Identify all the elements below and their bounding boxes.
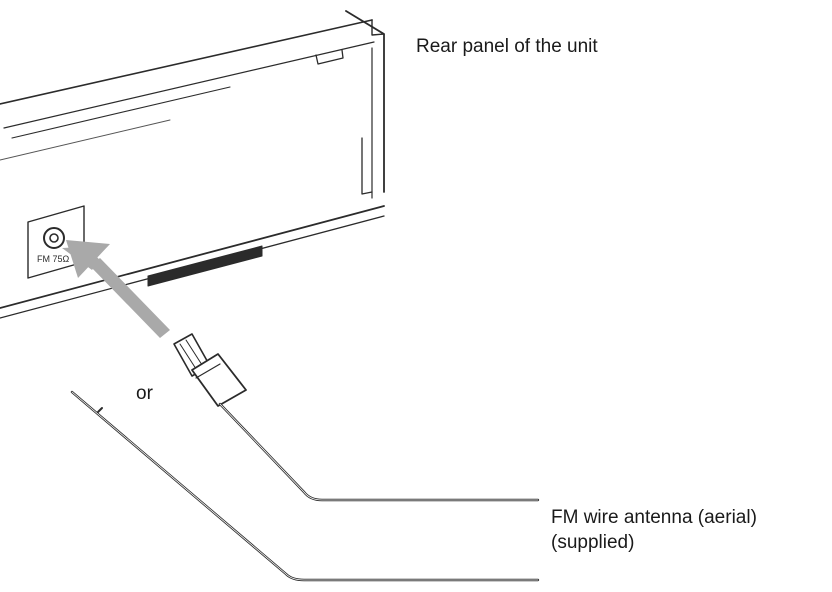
housing-top-bevel	[3, 41, 375, 129]
fm-antenna-plug	[173, 333, 540, 502]
plug-body-face	[195, 363, 221, 379]
housing-top-edge	[0, 19, 373, 105]
jack-center	[49, 233, 59, 243]
label-fm-antenna-line1: FM wire antenna (aerial)	[551, 507, 757, 528]
housing-right-side	[371, 19, 385, 36]
arrow-head	[66, 240, 110, 278]
unit-rear-panel	[0, 10, 385, 319]
plug-cable-inner	[219, 403, 539, 501]
housing-line-2	[0, 119, 171, 161]
housing-foot	[147, 245, 263, 287]
label-or: or	[136, 383, 153, 404]
jack-ring	[43, 227, 65, 249]
bare-wire-line	[70, 390, 540, 582]
housing-side-slot	[361, 137, 373, 195]
bare-wire-line-inner	[71, 391, 539, 581]
jack-label: FM 75Ω	[37, 254, 70, 264]
label-fm-antenna: FM wire antenna (aerial) (supplied)	[551, 505, 757, 555]
plug-cable	[218, 402, 540, 502]
insertion-arrow	[62, 240, 170, 338]
fm-antenna-bare-wire	[70, 390, 540, 582]
arrow-body	[90, 258, 170, 338]
housing-corner	[345, 10, 385, 193]
housing-line-1	[11, 86, 231, 139]
plug-body	[191, 353, 247, 407]
label-fm-antenna-line2: (supplied)	[551, 532, 635, 553]
label-rear-panel: Rear panel of the unit	[416, 36, 598, 57]
housing-bottom-edge	[0, 205, 385, 309]
housing-lid-tab	[315, 49, 344, 65]
bare-wire-tip	[97, 407, 103, 413]
